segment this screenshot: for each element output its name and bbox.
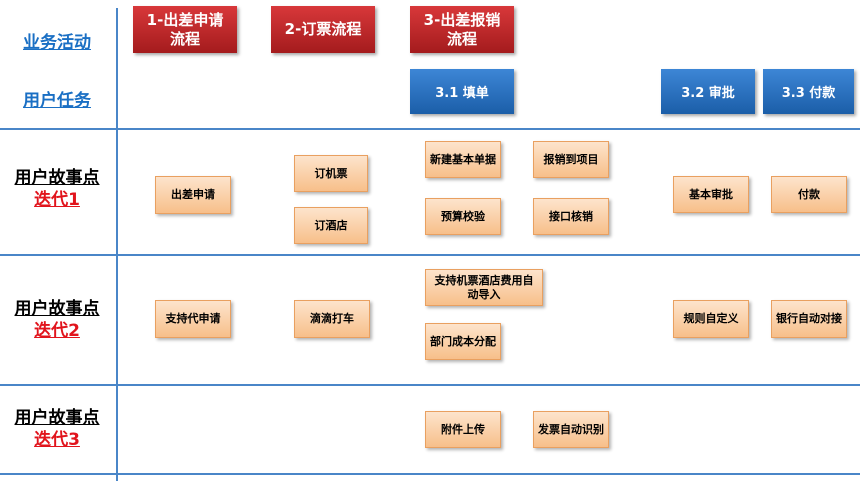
story-bank-integration: 银行自动对接 — [771, 300, 847, 338]
story-custom-rules: 规则自定义 — [673, 300, 749, 338]
story-attachment-upload: 附件上传 — [425, 411, 501, 448]
story-budget-check: 预算校验 — [425, 198, 501, 235]
activity-travel-reimbursement: 3-出差报销流程 — [410, 6, 514, 53]
story-payment: 付款 — [771, 176, 847, 213]
story-invoice-recognition: 发票自动识别 — [533, 411, 609, 448]
row-divider-2 — [0, 254, 860, 256]
story-reimburse-to-project: 报销到项目 — [533, 141, 609, 178]
row-label-iteration3: 用户故事点 迭代3 — [0, 407, 114, 451]
row-divider-4 — [0, 473, 860, 475]
task-fill-form: 3.1 填单 — [410, 69, 514, 114]
row-label-activities: 业务活动 — [23, 33, 91, 53]
activity-label: 1-出差申请流程 — [146, 10, 224, 48]
story-travel-apply: 出差申请 — [155, 176, 231, 214]
activity-label: 3-出差报销流程 — [423, 10, 501, 48]
story-didi-taxi: 滴滴打车 — [294, 300, 370, 338]
row-label-iteration1-number: 迭代1 — [34, 190, 80, 210]
activity-ticket-booking: 2-订票流程 — [271, 6, 375, 53]
story-basic-approval: 基本审批 — [673, 176, 749, 213]
activity-label: 2-订票流程 — [284, 20, 362, 38]
row-divider-1 — [0, 128, 860, 130]
story-new-basic-document: 新建基本单据 — [425, 141, 501, 178]
story-proxy-apply: 支持代申请 — [155, 300, 231, 338]
row-label-iteration2-number: 迭代2 — [34, 321, 80, 341]
activity-travel-application: 1-出差申请流程 — [133, 6, 237, 53]
story-interface-writeoff: 接口核销 — [533, 198, 609, 235]
row-label-iteration2: 用户故事点 迭代2 — [0, 298, 114, 342]
story-dept-cost-allocation: 部门成本分配 — [425, 323, 501, 360]
story-auto-import-expenses: 支持机票酒店费用自动导入 — [425, 269, 543, 306]
row-divider-3 — [0, 384, 860, 386]
task-approval: 3.2 审批 — [661, 69, 755, 114]
row-label-iteration2-title: 用户故事点 — [14, 299, 100, 319]
row-label-iteration1: 用户故事点 迭代1 — [0, 167, 114, 211]
task-payment: 3.3 付款 — [763, 69, 854, 114]
story-book-flight: 订机票 — [294, 155, 368, 192]
row-label-tasks: 用户任务 — [23, 91, 91, 111]
row-label-iteration3-number: 迭代3 — [34, 430, 80, 450]
story-book-hotel: 订酒店 — [294, 207, 368, 244]
row-label-iteration3-title: 用户故事点 — [14, 408, 100, 428]
row-label-iteration1-title: 用户故事点 — [14, 168, 100, 188]
row-header-divider — [116, 8, 118, 481]
